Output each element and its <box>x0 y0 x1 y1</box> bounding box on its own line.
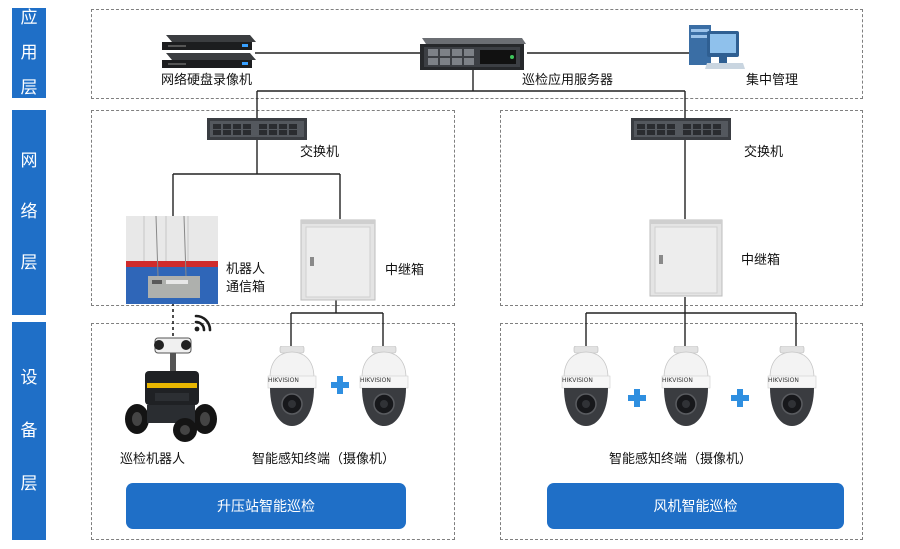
plus-icon <box>731 389 749 407</box>
layer-tab-application: 应 用 层 <box>12 8 46 98</box>
camera-icon <box>264 346 320 428</box>
robot-label: 巡检机器人 <box>120 452 186 467</box>
layer-char: 用 <box>20 42 38 63</box>
device-region-left <box>91 323 455 540</box>
switch-icon-left <box>207 118 307 140</box>
layer-char: 设 <box>20 367 38 388</box>
switch-icon-right <box>631 118 731 140</box>
network-region-left <box>91 110 455 306</box>
application-layer-region <box>91 9 863 99</box>
layer-char: 网 <box>20 151 38 171</box>
relay-label-right: 中继箱 <box>741 253 781 268</box>
nvr-icon <box>162 35 256 68</box>
wifi-icon <box>194 314 212 332</box>
layer-char: 层 <box>20 77 38 98</box>
camera-icon <box>356 346 412 428</box>
camera-brand-label: HIKVISION <box>662 377 693 384</box>
camera-icon <box>558 346 614 428</box>
nvr-label: 网络硬盘录像机 <box>161 73 253 88</box>
plus-icon <box>628 389 646 407</box>
layer-char: 应 <box>20 7 38 28</box>
camera-brand-label: HIKVISION <box>268 377 299 384</box>
computer-icon <box>689 25 745 69</box>
inspection-robot-icon <box>125 337 217 442</box>
central-management-label: 集中管理 <box>746 73 799 88</box>
layer-char: 络 <box>20 202 38 222</box>
layer-char: 层 <box>20 473 38 494</box>
plus-icon <box>331 376 349 394</box>
camera-icon <box>658 346 714 428</box>
robot-comm-label-line1: 机器人 <box>226 262 266 277</box>
terminal-label-left: 智能感知终端（摄像机） <box>252 452 396 467</box>
camera-brand-label: HIKVISION <box>768 377 799 384</box>
camera-icon <box>764 346 820 428</box>
network-region-right <box>500 110 863 306</box>
layer-char: 备 <box>20 420 38 441</box>
scenario-substation-inspection: 升压站智能巡检 <box>126 483 406 529</box>
layer-tab-device: 设 备 层 <box>12 322 46 540</box>
relay-box-icon-right <box>649 219 723 297</box>
robot-comm-box-image <box>126 216 218 304</box>
layer-char: 层 <box>20 253 38 273</box>
device-region-right <box>500 323 863 540</box>
server-label: 巡检应用服务器 <box>522 73 614 88</box>
robot-comm-label-line2: 通信箱 <box>226 280 266 295</box>
switch-label-left: 交换机 <box>300 145 340 160</box>
relay-box-icon-left <box>300 219 376 301</box>
switch-label-right: 交换机 <box>744 145 784 160</box>
terminal-label-right: 智能感知终端（摄像机） <box>609 452 753 467</box>
camera-brand-label: HIKVISION <box>360 377 391 384</box>
camera-brand-label: HIKVISION <box>562 377 593 384</box>
layer-tab-network: 网 络 层 <box>12 110 46 315</box>
relay-label-left: 中继箱 <box>385 263 425 278</box>
scenario-turbine-inspection: 风机智能巡检 <box>547 483 844 529</box>
server-icon <box>420 38 526 70</box>
